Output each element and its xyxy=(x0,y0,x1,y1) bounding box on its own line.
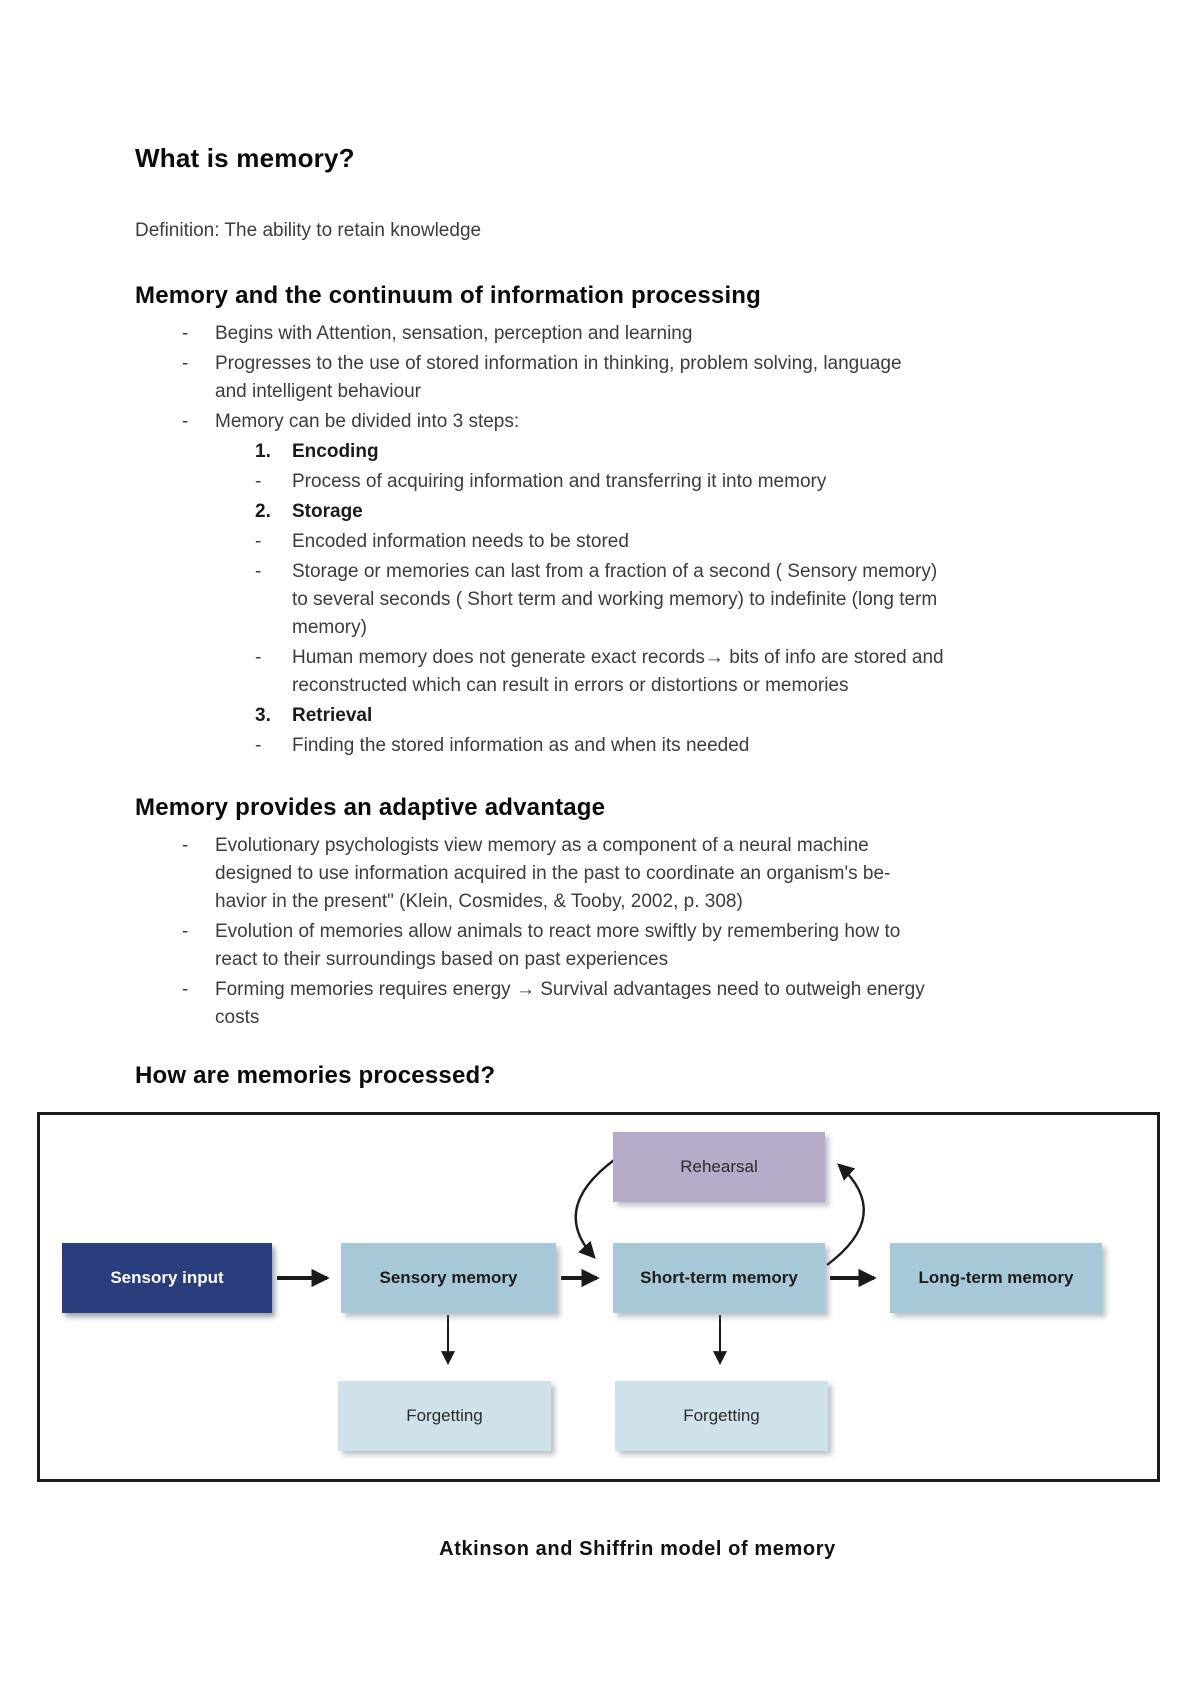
bullet-dash: - xyxy=(182,323,189,344)
sub-bullet-text: Human memory does not generate exact rec… xyxy=(292,647,944,696)
long-term-memory-box: Long-term memory xyxy=(890,1243,1102,1313)
short-term-memory-box: Short-term memory xyxy=(613,1243,825,1313)
rehearsal-box: Rehearsal xyxy=(613,1132,825,1202)
step-number: 3. xyxy=(255,705,271,726)
sub-bullet-item: - Encoded information needs to be stored xyxy=(135,528,1110,556)
bullet-item: - Begins with Attention, sensation, perc… xyxy=(135,320,1110,348)
bullet-item: - Progresses to the use of stored inform… xyxy=(135,350,1110,406)
sub-bullet-text: Encoded information needs to be stored xyxy=(292,531,629,552)
numbered-step-retrieval: 3. Retrieval xyxy=(135,702,1110,730)
step-number: 1. xyxy=(255,441,271,462)
forgetting-box-left: Forgetting xyxy=(338,1381,551,1451)
diagram-caption: Atkinson and Shiffrin model of memory xyxy=(439,1538,836,1560)
bullet-text: Progresses to the use of stored informat… xyxy=(215,353,902,402)
sensory-input-box: Sensory input xyxy=(62,1243,272,1313)
sensory-memory-box: Sensory memory xyxy=(341,1243,556,1313)
bullet-dash: - xyxy=(255,531,262,552)
bullet-dash: - xyxy=(182,979,189,1000)
sub-bullet-item: - Human memory does not generate exact r… xyxy=(135,644,1110,700)
bullet-item: - Memory can be divided into 3 steps: xyxy=(135,408,1110,436)
sub-bullet-item: - Finding the stored information as and … xyxy=(135,732,1110,760)
sub-bullet-item: - Process of acquiring information and t… xyxy=(135,468,1110,496)
bullet-dash: - xyxy=(255,561,262,582)
sub-bullet-text: Finding the stored information as and wh… xyxy=(292,735,750,756)
section-heading-processed: How are memories processed? xyxy=(135,1062,496,1089)
forgetting-box-right: Forgetting xyxy=(615,1381,828,1451)
sub-bullet-text: Storage or memories can last from a frac… xyxy=(292,561,938,638)
page-title: What is memory? xyxy=(135,143,355,173)
bullet-item: - Forming memories requires energy → Sur… xyxy=(135,976,1110,1032)
step-number: 2. xyxy=(255,501,271,522)
bullet-item: - Evolution of memories allow animals to… xyxy=(135,918,1110,974)
bullet-text: Evolutionary psychologists view memory a… xyxy=(215,835,891,912)
bullet-dash: - xyxy=(255,647,262,668)
sub-bullet-text: Process of acquiring information and tra… xyxy=(292,471,827,492)
sub-bullet-item: - Storage or memories can last from a fr… xyxy=(135,558,1110,642)
bullet-dash: - xyxy=(255,735,262,756)
bullet-text: Forming memories requires energy → Survi… xyxy=(215,979,925,1028)
bullet-text: Memory can be divided into 3 steps: xyxy=(215,411,520,432)
bullet-dash: - xyxy=(182,411,189,432)
memory-model-diagram: Rehearsal Sensory input Sensory memory S… xyxy=(37,1112,1160,1482)
numbered-step-storage: 2. Storage xyxy=(135,498,1110,526)
section-heading-adaptive: Memory provides an adaptive advantage xyxy=(135,794,606,821)
numbered-step-encoding: 1. Encoding xyxy=(135,438,1110,466)
definition-text: Definition: The ability to retain knowle… xyxy=(135,220,482,241)
bullet-text: Begins with Attention, sensation, percep… xyxy=(215,323,693,344)
step-title: Retrieval xyxy=(292,705,373,726)
bullet-item: - Evolutionary psychologists view memory… xyxy=(135,832,1110,916)
arrow-short-term-to-rehearsal-curve xyxy=(826,1163,865,1266)
bullet-dash: - xyxy=(182,353,189,374)
bullet-dash: - xyxy=(255,471,262,492)
bullet-text: Evolution of memories allow animals to r… xyxy=(215,921,901,970)
step-title: Storage xyxy=(292,501,363,522)
step-title: Encoding xyxy=(292,441,379,462)
section-heading-continuum: Memory and the continuum of information … xyxy=(135,282,762,309)
bullet-dash: - xyxy=(182,835,189,856)
bullet-dash: - xyxy=(182,921,189,942)
notes-page: What is memory? Definition: The ability … xyxy=(135,143,1110,1089)
